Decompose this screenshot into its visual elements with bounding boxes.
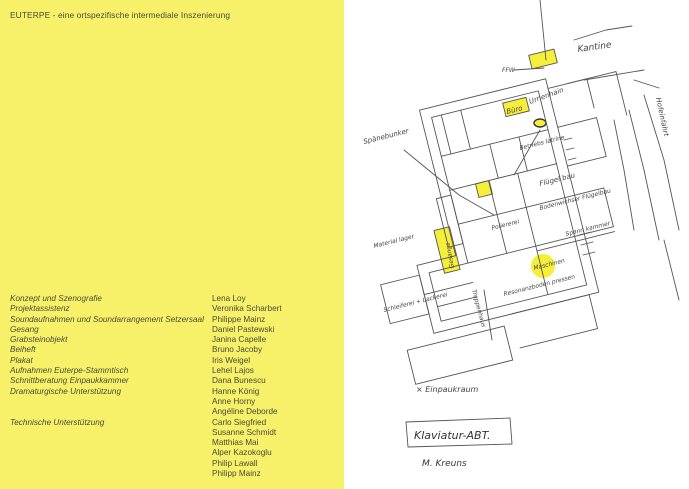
label-klaviatur: Klaviatur-ABT. bbox=[414, 429, 490, 442]
credit-row: Angéline Deborde bbox=[10, 407, 344, 417]
label-gesangs: Gesangs bbox=[445, 242, 456, 269]
credit-role bbox=[10, 448, 212, 458]
access-road bbox=[513, 0, 660, 89]
credit-name: Anne Horny bbox=[212, 396, 256, 406]
credits-panel: EUTERPE - eine ortspezifische intermedia… bbox=[0, 0, 344, 489]
credit-name: Matthias Mai bbox=[212, 438, 259, 448]
credit-name: Philip Lawall bbox=[212, 458, 258, 468]
credit-row: Plakat Iris Weigel bbox=[10, 356, 344, 366]
credit-name: Susanne Schmidt bbox=[212, 427, 277, 437]
credit-row: Matthias Mai bbox=[10, 438, 344, 448]
label-kantine: Kantine bbox=[577, 40, 613, 55]
credit-row: Technische Unterstützung Carlo Siegfried bbox=[10, 418, 344, 428]
credit-row: Susanne Schmidt bbox=[10, 428, 344, 438]
credit-role: Gesang bbox=[10, 324, 39, 334]
highlight-ffw bbox=[528, 48, 558, 70]
credit-row: Projektassistenz Veronika Scharbert bbox=[10, 304, 344, 314]
label-poliererei: Poliererei bbox=[491, 218, 520, 232]
credit-role bbox=[10, 469, 212, 479]
credit-name: Hanne König bbox=[212, 386, 260, 396]
label-hofeinfahrt: Hofeinfahrt bbox=[654, 97, 670, 138]
credit-name: Veronika Scharbert bbox=[212, 304, 282, 314]
credit-name: Daniel Pastewski bbox=[212, 324, 275, 334]
credit-row: Philipp Mainz bbox=[10, 469, 344, 479]
credit-role: Schnittberatung Einpaukkammer bbox=[10, 376, 129, 386]
credit-row: Grabsteinobjekt Janina Capelle bbox=[10, 335, 344, 345]
highlight-maschinen bbox=[531, 254, 555, 278]
credit-name: Philippe Mainz bbox=[212, 314, 266, 324]
credit-row: Schnittberatung Einpaukkammer Dana Bunesc… bbox=[10, 376, 344, 386]
credit-name: Lena Loy bbox=[212, 294, 246, 303]
credit-row: Philip Lawall bbox=[10, 459, 344, 469]
credit-name: Alper Kazokoglu bbox=[212, 448, 272, 458]
credit-role bbox=[10, 459, 212, 469]
spaenebunker-line bbox=[403, 149, 495, 216]
credit-row: Anne Horny bbox=[10, 397, 344, 407]
credit-role: Aufnahmen Euterpe-Stammtisch bbox=[10, 366, 129, 376]
credit-role bbox=[10, 428, 212, 438]
right-boundary bbox=[613, 119, 680, 301]
credit-row: Gesang Daniel Pastewski bbox=[10, 325, 344, 335]
label-spaenebunker: Spänebunker bbox=[363, 127, 411, 146]
credit-name: Dana Bunescu bbox=[212, 376, 266, 386]
credit-role: Beiheft bbox=[10, 345, 36, 355]
credit-row: Beiheft Bruno Jacoby bbox=[10, 345, 344, 355]
hofeinfahrt-road bbox=[628, 94, 680, 241]
leader-line bbox=[513, 129, 541, 176]
klaviatur-box bbox=[405, 417, 513, 448]
label-betriebslatrine: Betriebs latrine bbox=[519, 134, 566, 152]
hand-drawn-floor-plan: Kantine FFW Büro Urnenhain Spänebunker H… bbox=[363, 0, 680, 469]
credit-role bbox=[10, 407, 212, 417]
credit-row: Alper Kazokoglu bbox=[10, 448, 344, 458]
highlight-gesangs bbox=[433, 226, 461, 274]
label-materiallager: Material lager bbox=[373, 233, 416, 250]
credit-role bbox=[10, 397, 212, 407]
credit-role: Plakat bbox=[10, 355, 33, 365]
credit-role: Technische Unterstützung bbox=[10, 417, 105, 427]
label-einpaukraum: × Einpaukraum bbox=[416, 385, 479, 394]
label-ffw: FFW bbox=[502, 67, 516, 74]
credit-row: Soundaufnahmen und Soundarrangement Setz… bbox=[10, 315, 344, 325]
credit-role: Dramaturgische Unterstützung bbox=[10, 386, 122, 396]
highlight-buero bbox=[502, 96, 530, 118]
label-buero: Büro bbox=[506, 104, 524, 116]
credit-role bbox=[10, 438, 212, 448]
treppenhaus-line bbox=[483, 289, 493, 341]
credit-role: Projektassistenz bbox=[10, 304, 70, 314]
credit-name: Philipp Mainz bbox=[212, 469, 261, 479]
credit-role: Soundaufnahmen und Soundarrangement Setz… bbox=[10, 314, 204, 324]
page-title: EUTERPE - eine ortspezifische intermedia… bbox=[10, 10, 231, 20]
credit-name: Angéline Deborde bbox=[212, 407, 278, 417]
credit-name: Carlo Siegfried bbox=[212, 417, 267, 427]
floor-plan-panel: Kantine FFW Büro Urnenhain Spänebunker H… bbox=[344, 0, 689, 489]
label-urnenhain: Urnenhain bbox=[528, 86, 565, 106]
credit-name: Iris Weigel bbox=[212, 355, 251, 365]
credit-name: Janina Capelle bbox=[212, 335, 267, 345]
label-fluegelbau: Flügel bau bbox=[539, 171, 577, 188]
building-outlines bbox=[380, 71, 628, 385]
label-signature: M. Kreuns bbox=[422, 459, 467, 469]
credit-role: Grabsteinobjekt bbox=[10, 335, 68, 345]
credit-name: Bruno Jacoby bbox=[212, 345, 263, 355]
credit-row: Dramaturgische Unterstützung Hanne König bbox=[10, 387, 344, 397]
credit-name: Lehel Lajos bbox=[212, 366, 254, 376]
urnenhain-marker bbox=[533, 118, 547, 128]
credit-role: Konzept und Szenografie bbox=[10, 294, 102, 303]
credit-row: Aufnahmen Euterpe-Stammtisch Lehel Lajos bbox=[10, 366, 344, 376]
cross-hatch bbox=[563, 137, 596, 256]
credit-row: Konzept und Szenografie Lena Loy bbox=[10, 294, 344, 304]
label-bodenwichser: Bodenwichser Flügelbau bbox=[539, 187, 612, 212]
